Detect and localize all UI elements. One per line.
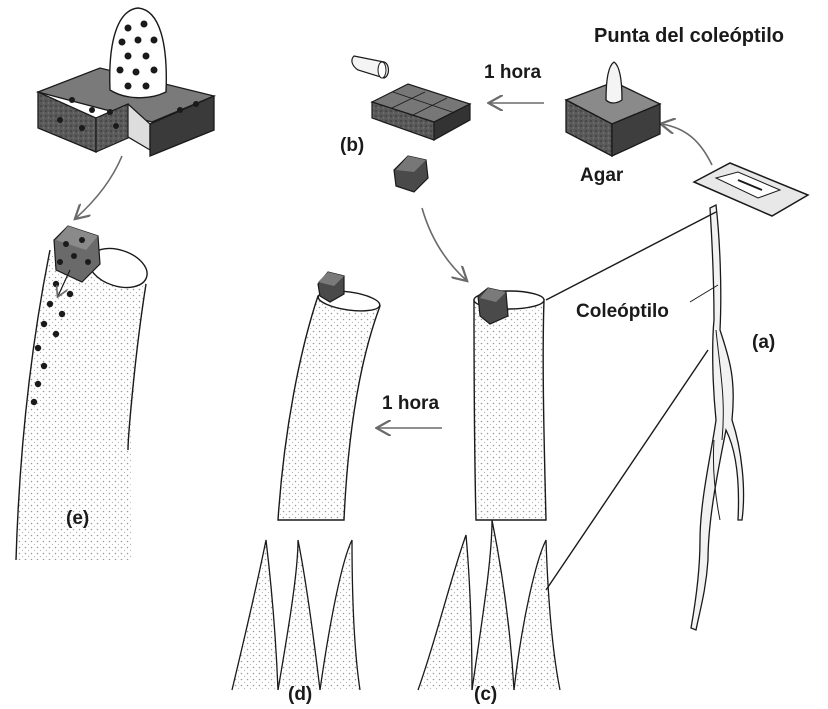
label-panel-c: (c) [474,685,497,704]
arrow-cube-to-stem [422,208,466,280]
label-panel-a: (a) [752,333,775,352]
label-one-hour-mid: 1 hora [382,394,439,413]
stem-c [418,288,560,690]
label-agar: Agar [580,166,623,185]
leader-line-top [546,212,716,300]
label-panel-e: (e) [66,509,89,528]
label-panel-b: (b) [340,136,364,155]
seedling [691,205,744,630]
label-coleoptile: Coleóptilo [576,302,669,321]
label-one-hour-top: 1 hora [484,63,541,82]
leader-line-bottom [546,350,708,590]
agar-cut-blocks [372,84,470,140]
arrow-blade-to-agar [662,124,712,165]
stem-d [232,272,381,690]
small-agar-cube [394,156,428,192]
agar-block-with-tip [566,62,660,156]
label-coleoptile-tip: Punta del coleóptilo [594,26,784,46]
agar-block-e [38,8,214,156]
label-panel-d: (d) [288,685,312,704]
removed-tip [352,56,389,78]
arrow-block-to-stem-e [76,156,122,218]
